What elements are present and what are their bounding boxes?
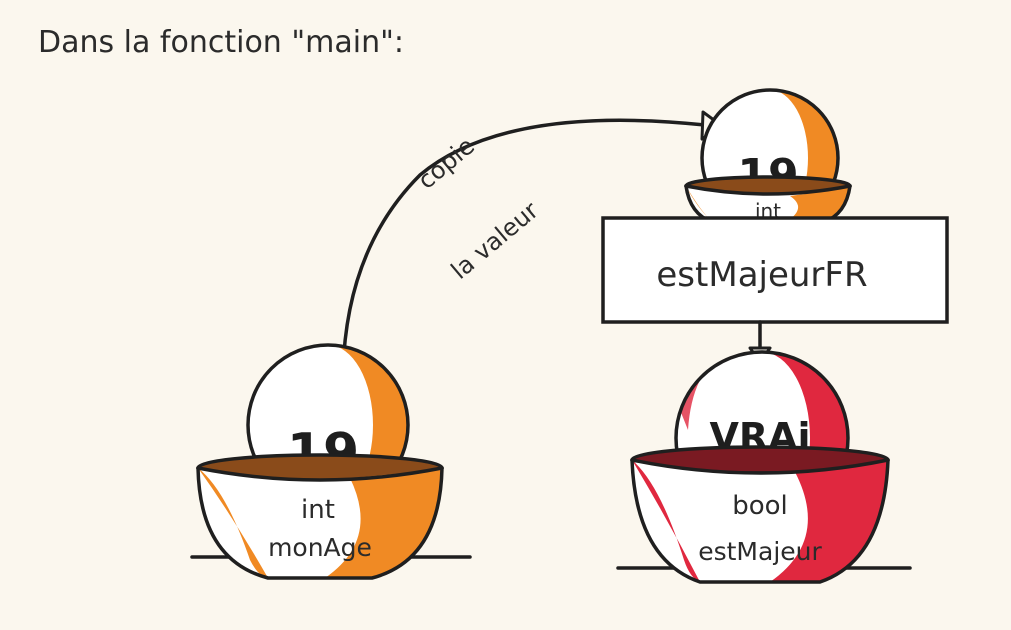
arrow-label-2: la valeur [446, 196, 544, 285]
function-box: estMajeurFR [601, 216, 949, 324]
bowl-name: estMajeur [698, 537, 822, 566]
bowl-name: monAge [268, 533, 372, 562]
arrow-label-line1: copie [412, 132, 479, 195]
bowl-monage: 19 int monAge [190, 343, 472, 580]
bowl-parameter: 19 int [684, 88, 852, 228]
diagram-title: Dans la fonction "main": [38, 25, 404, 60]
bowl-estmajeur: VRAi bool estMajeur [616, 350, 912, 584]
bowl-type: int [301, 495, 335, 525]
bowl-type: bool [732, 491, 788, 521]
arrow-label: copie [412, 132, 479, 195]
arrow-label-line2: la valeur [446, 196, 544, 285]
function-name: estMajeurFR [656, 255, 867, 295]
